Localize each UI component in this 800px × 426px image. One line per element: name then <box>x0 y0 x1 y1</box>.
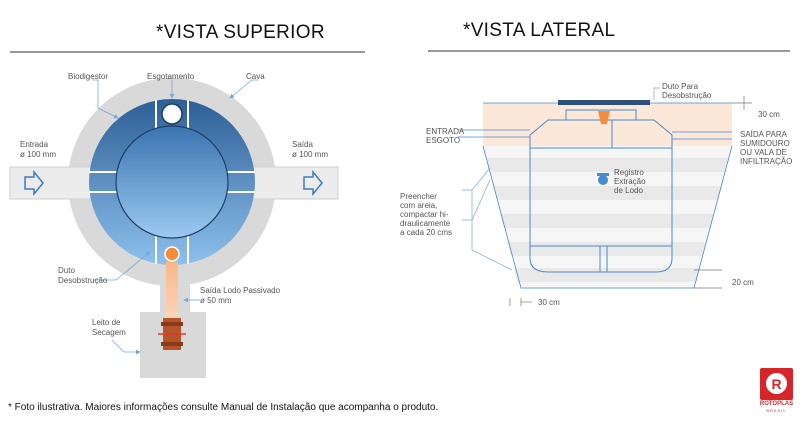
tank-inner-lid <box>115 125 229 239</box>
side-view-title: *VISTA LATERAL <box>463 20 616 41</box>
top-view-title: *VISTA SUPERIOR <box>156 22 325 43</box>
label-duto-1: Duto <box>58 266 75 275</box>
label-saida-diam: ø 100 mm <box>292 150 329 159</box>
logo-brand: ROTOPLAS <box>759 401 794 407</box>
sludge-pipe <box>166 262 178 324</box>
inlet-arrow-icon <box>24 169 44 197</box>
label-entrada-esgoto-1: ENTRADA <box>426 127 465 136</box>
label-lodo-2: ø 50 mm <box>200 296 232 305</box>
logo-letter: R <box>771 376 782 392</box>
rotoplas-logo: R ROTOPLAS BRASIL <box>759 368 794 413</box>
label-preencher-5: a cada 20 cms <box>400 228 453 237</box>
registro-icon <box>598 175 608 185</box>
tank-ribs <box>89 100 255 264</box>
label-preencher-4: draulicamente <box>400 219 451 228</box>
label-dim-20: 20 cm <box>732 278 754 287</box>
label-saida-3: OU VALA DE <box>740 148 787 157</box>
label-preencher-2: com areia, <box>400 201 438 210</box>
label-saida-2: SUMIDOURO <box>740 139 790 148</box>
label-registro-3: de Lodo <box>614 186 643 195</box>
label-saida-4: INFILTRAÇÃO <box>740 157 793 166</box>
outlet-arrow-icon <box>303 169 323 197</box>
esgotamento-hatch <box>161 103 183 125</box>
side-view-drawing <box>458 87 752 306</box>
label-saida: Saída <box>292 140 313 149</box>
label-preencher-1: Preencher <box>400 192 437 201</box>
label-entrada: Entrada <box>20 140 49 149</box>
duto-desobstrucao-port <box>164 246 180 262</box>
side-duto-port <box>598 111 610 124</box>
label-biodigestor: Biodigestor <box>68 72 109 81</box>
label-lodo-1: Saída Lodo Passivado <box>200 286 281 295</box>
label-side-duto-2: Desobstrução <box>662 91 712 100</box>
label-leito-2: Secagem <box>92 328 126 337</box>
label-leito-1: Leito de <box>92 318 121 327</box>
label-cava: Cava <box>246 72 265 81</box>
label-dim-30-bottom: 30 cm <box>538 298 560 307</box>
inlet-channel <box>9 166 101 200</box>
label-entrada-esgoto-2: ESGOTO <box>426 136 461 145</box>
label-side-duto-1: Duto Para <box>662 82 699 91</box>
label-saida-1: SAÍDA PARA <box>740 130 787 139</box>
label-dim-30-top: 30 cm <box>758 110 780 119</box>
label-duto-2: Desobstrução <box>58 276 108 285</box>
label-preencher-3: compactar hi- <box>400 210 449 219</box>
top-soil-band <box>483 103 732 146</box>
tank-cover <box>558 100 650 105</box>
label-registro-2: Extração <box>614 177 646 186</box>
label-entrada-diam: ø 100 mm <box>20 150 57 159</box>
footnote: * Foto ilustrativa. Maiores informações … <box>8 402 439 413</box>
outlet-channel <box>247 166 339 200</box>
label-registro-1: Registro <box>614 168 644 177</box>
top-view-drawing <box>9 78 339 378</box>
logo-country: BRASIL <box>766 408 787 413</box>
label-esgotamento: Esgotamento <box>147 72 195 81</box>
